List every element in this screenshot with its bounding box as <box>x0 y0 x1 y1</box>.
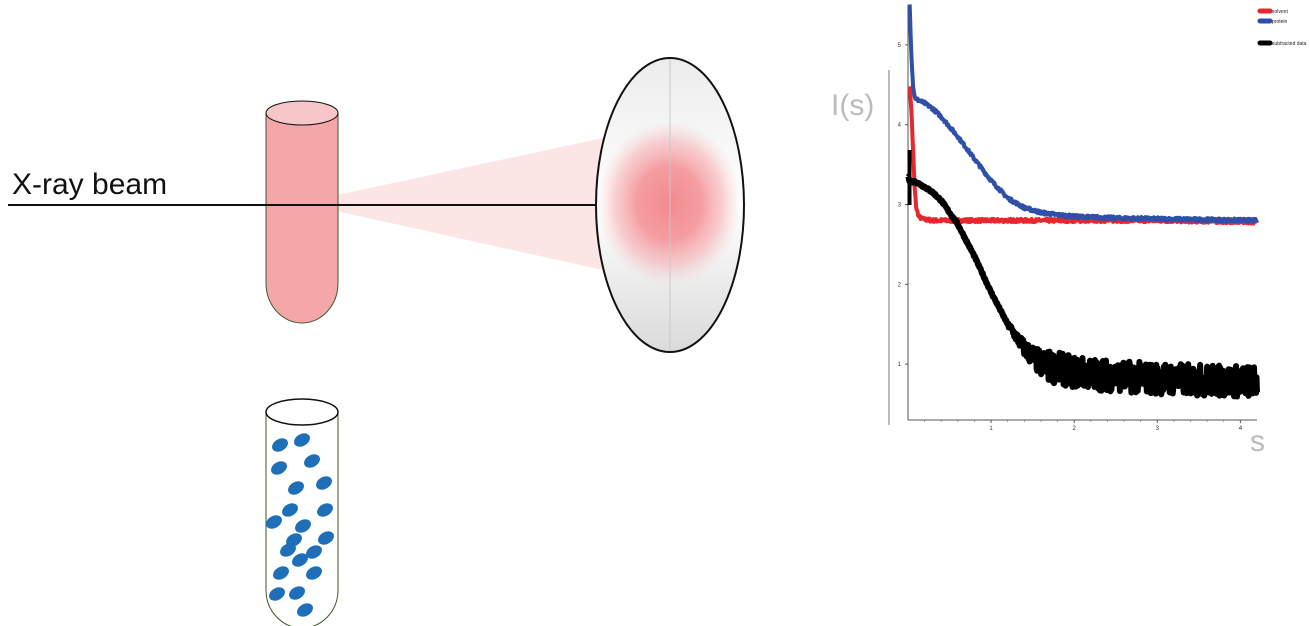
y-tick-label: 3 <box>898 203 902 209</box>
series-line-0 <box>907 86 1259 226</box>
protein-particle <box>269 587 285 601</box>
x-tick-label: 2 <box>1073 426 1077 432</box>
protein-particle <box>271 461 287 475</box>
y-tick-label: 2 <box>898 282 902 288</box>
x-axis-title: s <box>1250 425 1265 458</box>
y-tick-label: 4 <box>898 123 902 129</box>
protein-particle <box>316 476 332 490</box>
protein-particle <box>282 503 298 517</box>
detector <box>595 57 745 353</box>
series-line-2 <box>905 173 1260 400</box>
sample-tube <box>265 100 339 324</box>
xray-beam-label: X-ray beam <box>12 168 167 201</box>
legend-label-0: solvent <box>1272 9 1288 15</box>
protein-particle <box>273 566 289 580</box>
protein-particle <box>317 503 333 517</box>
protein-particle <box>286 533 302 547</box>
y-tick-label: 1 <box>898 362 902 368</box>
protein-particle <box>295 519 311 533</box>
protein-particle <box>289 586 305 600</box>
chart-series <box>905 4 1260 400</box>
protein-particle <box>292 553 308 567</box>
saxs-chart: 1 2 3 4 1 2 3 4 5 I(s) s solvent protein subtracte… <box>831 4 1307 458</box>
x-tick-label: 4 <box>1239 426 1243 432</box>
axis-ticks: 1 2 3 4 1 2 3 4 5 <box>898 43 1243 432</box>
y-tick-label: 5 <box>898 43 902 49</box>
legend-label-1: protein <box>1272 19 1288 25</box>
chart-legend: solvent protein subtracted data <box>1257 8 1307 47</box>
protein-particle <box>272 438 288 452</box>
protein-particle <box>306 566 322 580</box>
y-axis-title: I(s) <box>831 89 874 122</box>
protein-particle <box>297 603 313 617</box>
protein-particle <box>288 481 304 495</box>
x-tick-label: 3 <box>1156 426 1160 432</box>
x-tick-label: 1 <box>989 426 993 432</box>
series-line-1 <box>907 4 1259 224</box>
protein-particle <box>304 454 320 468</box>
protein-particles <box>266 433 334 617</box>
legend-label-2: subtracted data <box>1272 41 1307 47</box>
protein-particle <box>266 515 282 529</box>
protein-tube <box>265 398 339 626</box>
protein-particle <box>306 545 322 559</box>
protein-particle <box>318 531 334 545</box>
protein-particle <box>294 433 310 447</box>
scatter-spot <box>597 121 741 285</box>
